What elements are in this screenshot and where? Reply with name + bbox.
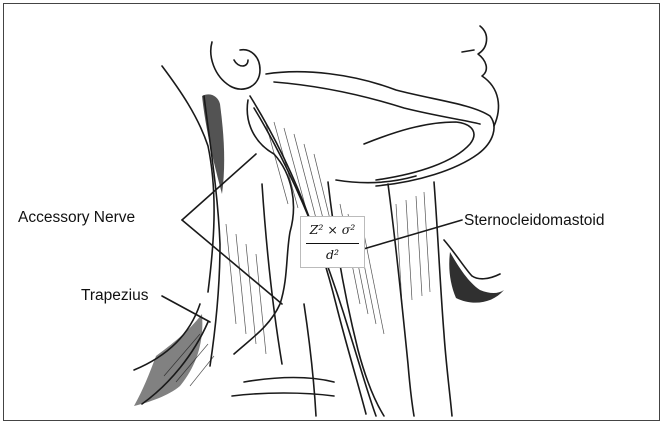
neck-shadow xyxy=(449,252,504,303)
accessory-nerve xyxy=(234,100,293,354)
sternocleidomastoid-leader xyxy=(360,220,462,250)
accessory-nerve-label: Accessory Nerve xyxy=(18,209,135,227)
neck-front-outline xyxy=(434,182,452,416)
mandible-outline xyxy=(266,72,494,186)
clavicle-outline xyxy=(244,378,334,383)
diagram-frame: Accessory Nerve Trapezius Sternocleidoma… xyxy=(3,3,660,421)
trapezius-shading xyxy=(134,314,202,406)
trapezius-label: Trapezius xyxy=(81,287,148,305)
formula-fraction-bar xyxy=(306,243,359,244)
formula-denominator: d² xyxy=(301,247,364,262)
ear-outline xyxy=(211,42,260,89)
accessory-nerve-leader-lower xyxy=(182,220,282,304)
sample-size-formula: Z² × σ² d² xyxy=(300,216,365,268)
formula-numerator: Z² × σ² xyxy=(301,222,364,237)
trapezius-leader xyxy=(162,296,210,322)
sternocleidomastoid-label: Sternocleidomastoid xyxy=(464,212,604,230)
